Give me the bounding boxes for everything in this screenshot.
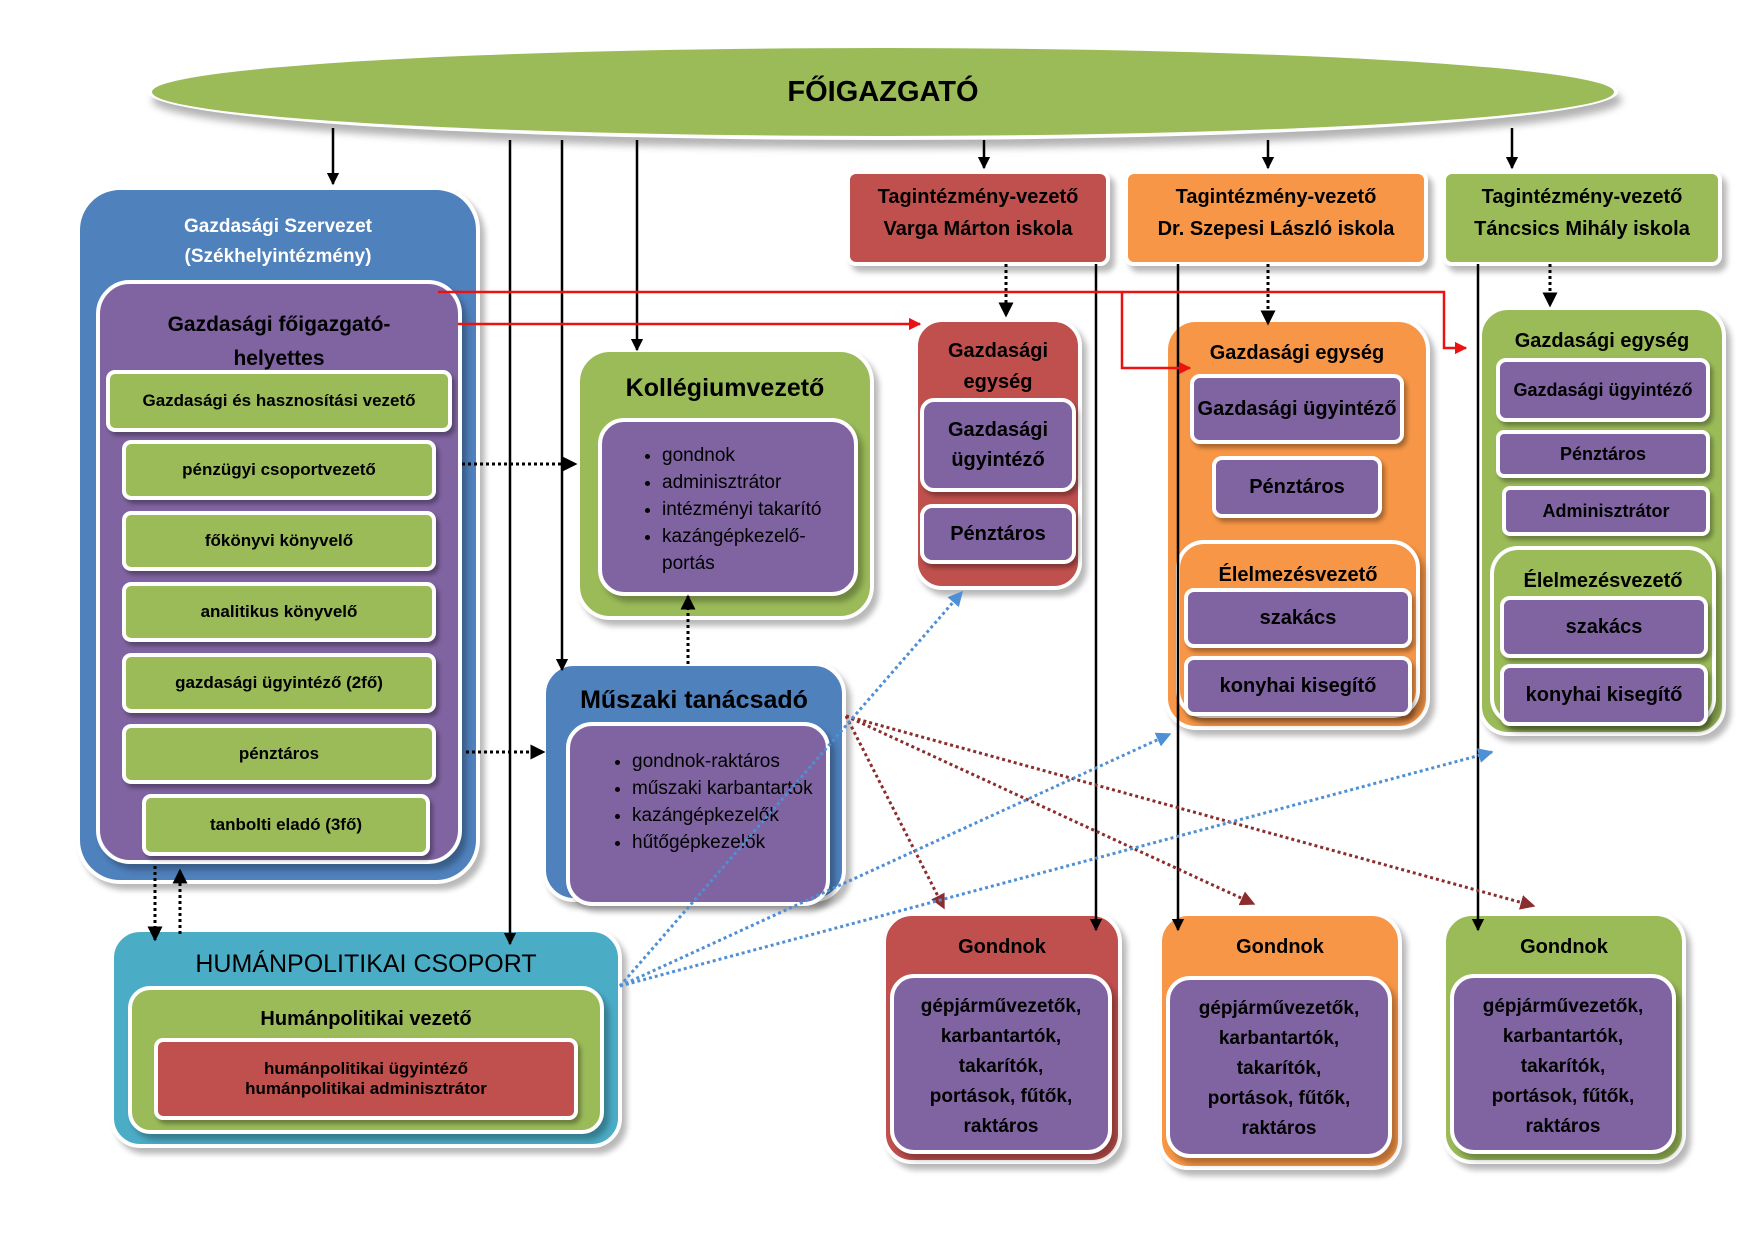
- unit-green-item-2: Adminisztrátor: [1502, 486, 1710, 536]
- unit-green-item-1: Pénztáros: [1496, 430, 1710, 478]
- unit-orange-item-1: Pénztáros: [1212, 456, 1382, 518]
- gondnok-tancsics-staff-3: portások, fűtők,: [1491, 1086, 1635, 1107]
- gondnok-varga-staff-4: raktáros: [963, 1116, 1039, 1137]
- muszaki-item-1: műszaki karbantartók: [632, 775, 826, 802]
- gondnok-varga-staff-1: karbantartók,: [940, 1026, 1062, 1047]
- kollegium-list: gondnok adminisztrátor intézményi takarí…: [602, 442, 854, 577]
- gondnok-tancsics-staff: gépjárművezetők, karbantartók, takarítók…: [1450, 974, 1676, 1154]
- kollegium-item-3: kazángépkezelő-portás: [662, 523, 854, 577]
- unit-orange-food-head: Élelmezésvezető: [1218, 564, 1378, 586]
- unit-orange-title: Gazdasági egység: [1209, 342, 1385, 364]
- human-staff-1: humánpolitikai adminisztrátor: [245, 1079, 487, 1098]
- unit-green-food-1: konyhai kisegítő: [1500, 664, 1708, 726]
- gondnok-tancsics-staff-2: takarítók,: [1520, 1056, 1606, 1077]
- gondnok-tancsics-title: Gondnok: [1520, 936, 1608, 958]
- kollegium-title: Kollégiumvezető: [625, 374, 825, 402]
- gondnok-szepesi-staff-0: gépjárművezetők,: [1198, 998, 1360, 1019]
- gondnok-szepesi-staff-2: takarítók,: [1236, 1058, 1322, 1079]
- econ-deputy-title: Gazdasági főigazgató-helyettes: [140, 308, 418, 376]
- director-label: FŐIGAZGATÓ: [787, 75, 979, 108]
- head-school-varga: Varga Márton iskola: [883, 218, 1073, 240]
- gondnok-szepesi-staff-3: portások, fűtők,: [1207, 1088, 1351, 1109]
- gondnok-szepesi-staff-1: karbantartók,: [1218, 1028, 1340, 1049]
- gondnok-varga-staff-3: portások, fűtők,: [929, 1086, 1073, 1107]
- muszaki-list: gondnok-raktáros műszaki karbantartók ka…: [570, 748, 826, 856]
- gondnok-szepesi-staff-4: raktáros: [1241, 1118, 1317, 1139]
- human-staff-0: humánpolitikai ügyintéző: [263, 1059, 468, 1078]
- gondnok-szepesi-title: Gondnok: [1236, 936, 1324, 958]
- unit-red-item-0: Gazdasági ügyintéző: [920, 398, 1076, 492]
- unit-green-food-0: szakács: [1500, 596, 1708, 658]
- human-leader: Humánpolitikai vezető: [260, 1008, 472, 1030]
- unit-orange-food-0: szakács: [1184, 588, 1412, 648]
- unit-green-item-0: Gazdasági ügyintéző: [1496, 358, 1710, 422]
- gondnok-tancsics-staff-0: gépjárművezetők,: [1482, 996, 1644, 1017]
- muszaki-list-box: gondnok-raktáros műszaki karbantartók ka…: [566, 722, 830, 906]
- wire-muszaki-gondnok-tancsics: [845, 714, 1536, 910]
- kollegium-item-2: intézményi takarító: [662, 496, 854, 523]
- gondnok-tancsics-staff-1: karbantartók,: [1502, 1026, 1624, 1047]
- unit-red-title: Gazdasági egység: [932, 336, 1064, 398]
- head-role-varga: Tagintézmény-vezető: [877, 186, 1079, 208]
- kollegium-list-box: gondnok adminisztrátor intézményi takarí…: [598, 418, 858, 596]
- gondnok-varga-staff-2: takarítók,: [958, 1056, 1044, 1077]
- muszaki-item-0: gondnok-raktáros: [632, 748, 826, 775]
- head-box-tancsics: Tagintézmény-vezető Táncsics Mihály isko…: [1442, 170, 1722, 266]
- unit-red-title-text: Gazdasági egység: [947, 340, 1049, 393]
- unit-red-item-1: Pénztáros: [920, 504, 1076, 564]
- econ-org-title: Gazdasági Szervezet: [184, 216, 372, 237]
- unit-orange-item-0: Gazdasági ügyintéző: [1190, 374, 1404, 444]
- head-role-tancsics: Tagintézmény-vezető: [1481, 186, 1683, 208]
- wire-muszaki-gondnok-szepesi: [845, 714, 1256, 906]
- econ-item-2: főkönyvi könyvelő: [122, 511, 436, 571]
- head-box-varga: Tagintézmény-vezető Varga Márton iskola: [846, 170, 1110, 266]
- gondnok-varga-title: Gondnok: [958, 936, 1046, 958]
- unit-green-food-head: Élelmezésvezető: [1523, 570, 1683, 592]
- kollegium-item-0: gondnok: [662, 442, 854, 469]
- unit-orange-food-1: konyhai kisegítő: [1184, 656, 1412, 716]
- econ-item-3: analitikus könyvelő: [122, 582, 436, 642]
- gondnok-varga-staff: gépjárművezetők, karbantartók, takarítók…: [890, 974, 1112, 1154]
- gondnok-szepesi-staff: gépjárművezetők, karbantartók, takarítók…: [1166, 976, 1392, 1158]
- muszaki-item-2: kazángépkezelők: [632, 802, 826, 829]
- head-school-szepesi: Dr. Szepesi László iskola: [1157, 218, 1395, 240]
- econ-item-0: Gazdasági és hasznosítási vezető: [106, 370, 452, 432]
- econ-org-subtitle: (Székhelyintézmény): [184, 246, 372, 267]
- head-school-tancsics: Táncsics Mihály iskola: [1474, 218, 1690, 240]
- head-box-szepesi: Tagintézmény-vezető Dr. Szepesi László i…: [1124, 170, 1428, 266]
- econ-item-4: gazdasági ügyintéző (2fő): [122, 653, 436, 713]
- muszaki-title: Műszaki tanácsadó: [580, 686, 808, 714]
- unit-green-title: Gazdasági egység: [1514, 330, 1690, 352]
- director-ellipse: FŐIGAZGATÓ: [148, 44, 1618, 140]
- kollegium-item-1: adminisztrátor: [662, 469, 854, 496]
- econ-item-1: pénzügyi csoportvezető: [122, 440, 436, 500]
- muszaki-item-3: hűtőgépkezelők: [632, 829, 826, 856]
- gondnok-tancsics-staff-4: raktáros: [1525, 1116, 1601, 1137]
- econ-item-5: pénztáros: [122, 724, 436, 784]
- wire-muszaki-gondnok-varga: [844, 715, 946, 910]
- head-role-szepesi: Tagintézmény-vezető: [1175, 186, 1377, 208]
- econ-deputy-label: Gazdasági főigazgató-helyettes: [167, 313, 391, 370]
- gondnok-varga-staff-0: gépjárművezetők,: [920, 996, 1082, 1017]
- econ-item-6: tanbolti eladó (3fő): [142, 794, 430, 856]
- human-title: HUMÁNPOLITIKAI CSOPORT: [195, 950, 537, 978]
- human-staff-box: humánpolitikai ügyintéző humánpolitikai …: [154, 1038, 578, 1120]
